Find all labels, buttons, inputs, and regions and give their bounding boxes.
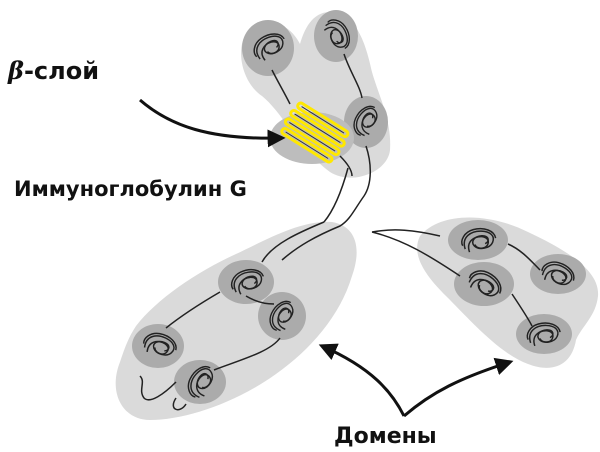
domain-blob bbox=[454, 262, 514, 306]
domain-blob bbox=[530, 254, 586, 294]
domain-blob bbox=[218, 260, 274, 304]
domains-arrow-left bbox=[322, 346, 404, 416]
domain-blob bbox=[516, 314, 572, 354]
domain-blob bbox=[448, 220, 508, 260]
domain-blob bbox=[174, 360, 226, 404]
beta-sheet-label: β-слой bbox=[8, 56, 99, 85]
beta-symbol: β bbox=[8, 56, 24, 85]
molecule-label: Иммуноглобулин G bbox=[14, 177, 247, 201]
beta-sheet-arrow bbox=[140, 100, 282, 138]
lower-left-arm-region bbox=[116, 222, 357, 420]
domains-arrow-right bbox=[404, 362, 510, 416]
domain-blob bbox=[242, 20, 294, 76]
molecule-regions bbox=[116, 12, 598, 420]
domain-blob bbox=[258, 292, 306, 340]
domains-label: Домены bbox=[334, 424, 437, 449]
domain-blob bbox=[314, 10, 358, 62]
beta-sheet-text: -слой bbox=[24, 57, 99, 85]
